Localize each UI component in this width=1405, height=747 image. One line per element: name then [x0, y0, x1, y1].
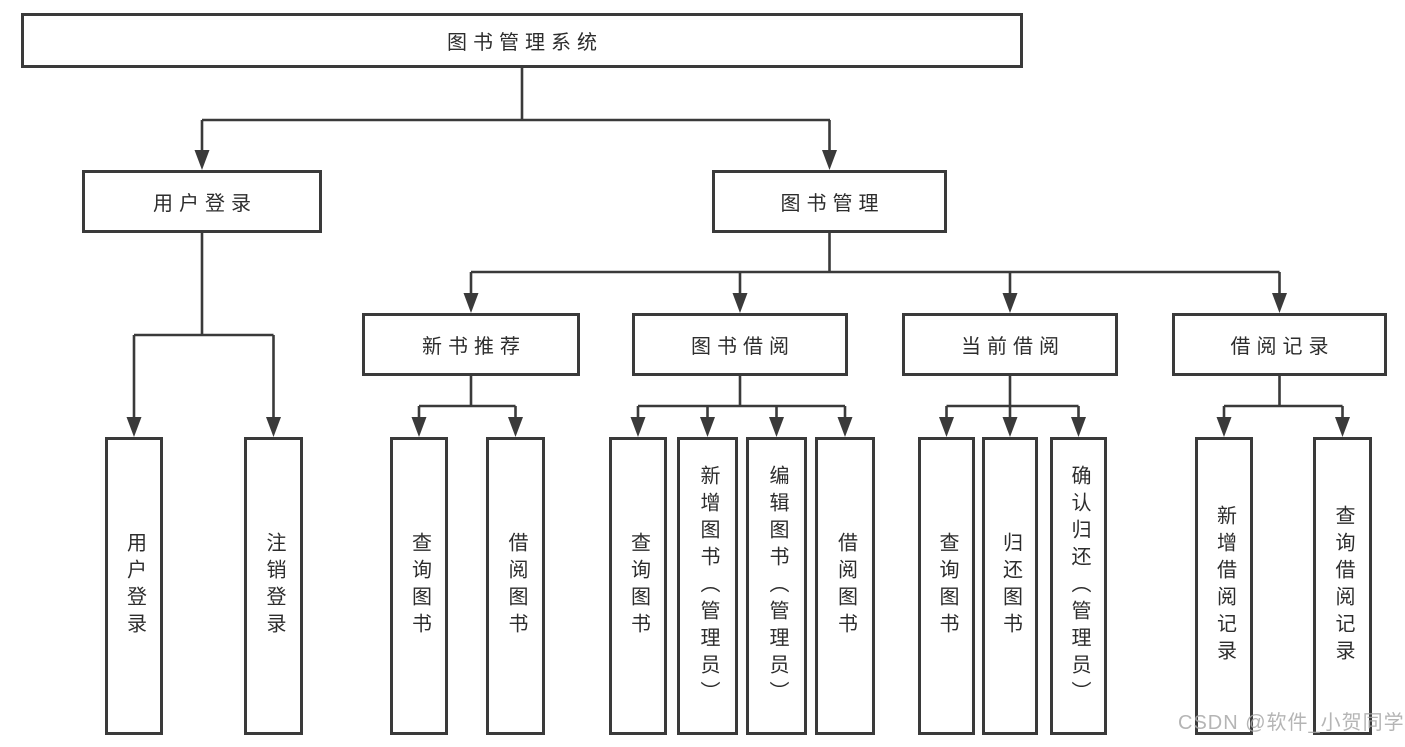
leaf-label: 新增借阅记录 [1213, 505, 1236, 667]
leaf-label: 归还图书 [999, 532, 1022, 640]
leaf-label: 借阅图书 [834, 532, 857, 640]
leaf-add-books-admin: 新增图书（管理员） [677, 437, 738, 735]
leaf-query-books-1: 查询图书 [390, 437, 448, 735]
leaf-borrow-books-2: 借阅图书 [815, 437, 875, 735]
node-book-borrow-label: 图书借阅 [691, 336, 795, 358]
leaf-query-books-2: 查询图书 [609, 437, 667, 735]
leaf-query-borrow-record: 查询借阅记录 [1313, 437, 1372, 735]
leaf-label: 新增图书（管理员） [697, 464, 719, 708]
node-current-borrow-label: 当前借阅 [961, 336, 1065, 358]
node-book-management-label: 图书管理 [780, 193, 885, 215]
node-new-book-recommend-label: 新书推荐 [422, 336, 526, 358]
node-book-borrow: 图书借阅 [632, 313, 848, 376]
root-node-book-management-system: 图书管理系统 [21, 13, 1023, 68]
node-borrow-records: 借阅记录 [1172, 313, 1387, 376]
node-user-login-label: 用户登录 [153, 193, 257, 215]
leaf-add-borrow-record: 新增借阅记录 [1195, 437, 1253, 735]
node-book-management: 图书管理 [712, 170, 947, 233]
leaf-label: 查询借阅记录 [1332, 505, 1354, 667]
leaf-query-books-3: 查询图书 [918, 437, 975, 735]
leaf-user-login: 用户登录 [105, 437, 163, 735]
node-current-borrow: 当前借阅 [902, 313, 1118, 376]
leaf-label: 借阅图书 [505, 532, 527, 640]
leaf-label: 查询图书 [627, 532, 650, 640]
node-new-book-recommend: 新书推荐 [362, 313, 580, 376]
leaf-edit-books-admin: 编辑图书（管理员） [746, 437, 807, 735]
root-node-label: 图书管理系统 [447, 32, 603, 54]
node-user-login: 用户登录 [82, 170, 322, 233]
leaf-label: 查询图书 [408, 532, 431, 640]
node-borrow-records-label: 借阅记录 [1230, 336, 1335, 358]
leaf-logout: 注销登录 [244, 437, 303, 735]
leaf-label: 编辑图书（管理员） [766, 464, 788, 708]
leaf-label: 用户登录 [123, 532, 146, 640]
leaf-label: 查询图书 [936, 532, 958, 640]
leaf-confirm-return-admin: 确认归还（管理员） [1050, 437, 1107, 735]
leaf-label: 注销登录 [263, 532, 285, 640]
csdn-watermark: CSDN @软件_小贺同学 [1178, 712, 1405, 734]
leaf-borrow-books-1: 借阅图书 [486, 437, 545, 735]
leaf-label: 确认归还（管理员） [1068, 464, 1090, 708]
leaf-return-books: 归还图书 [982, 437, 1038, 735]
